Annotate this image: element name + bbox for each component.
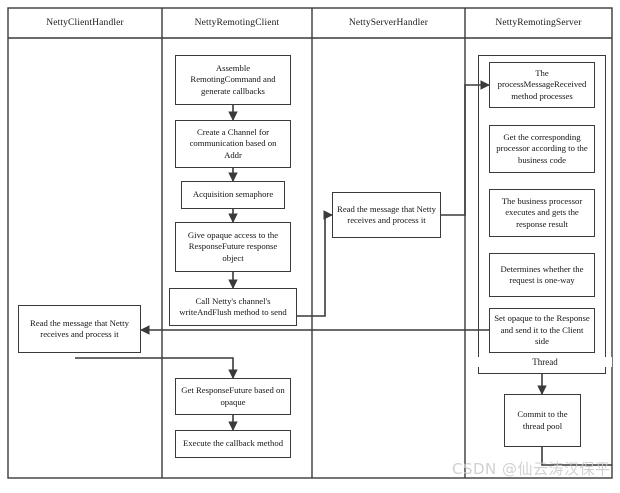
thread-group-container [478, 55, 606, 374]
csdn-watermark: CSDN @仙云涛汉保平 [452, 460, 611, 478]
node-set-opaque-to-response: Set opaque to the Response and send it t… [489, 308, 595, 353]
lane-title-netty-remoting-server: NettyRemotingServer [495, 18, 582, 28]
node-determine-request-one-way: Determines whether the request is one-wa… [489, 253, 595, 297]
node-acquisition-semaphore: Acquisition semaphore [181, 181, 285, 209]
node-server-handler-read-message: Read the message that Netty receives and… [332, 192, 441, 238]
node-client-handler-read-message: Read the message that Netty receives and… [18, 305, 141, 353]
node-get-corresponding-processor: Get the corresponding processor accordin… [489, 125, 595, 173]
node-assemble-remoting-command: Assemble RemotingCommand and generate ca… [175, 55, 291, 105]
node-commit-to-thread-pool: Commit to the thread pool [504, 394, 581, 447]
lane-title-netty-server-handler: NettyServerHandler [348, 18, 429, 28]
node-get-response-future: Get ResponseFuture based on opaque [175, 378, 291, 415]
lane-title-netty-remoting-client: NettyRemotingClient [194, 18, 280, 28]
node-process-message-received: The processMessageReceived method proces… [489, 62, 595, 108]
thread-group-label: Thread [478, 357, 612, 367]
node-execute-callback-method: Execute the callback method [175, 430, 291, 458]
node-business-processor-executes: The business processor executes and gets… [489, 189, 595, 237]
node-create-channel: Create a Channel for communication based… [175, 120, 291, 168]
node-give-opaque-access: Give opaque access to the ResponseFuture… [175, 222, 291, 272]
node-write-and-flush: Call Netty's channel's writeAndFlush met… [169, 288, 297, 326]
lane-title-netty-client-handler: NettyClientHandler [46, 18, 124, 28]
